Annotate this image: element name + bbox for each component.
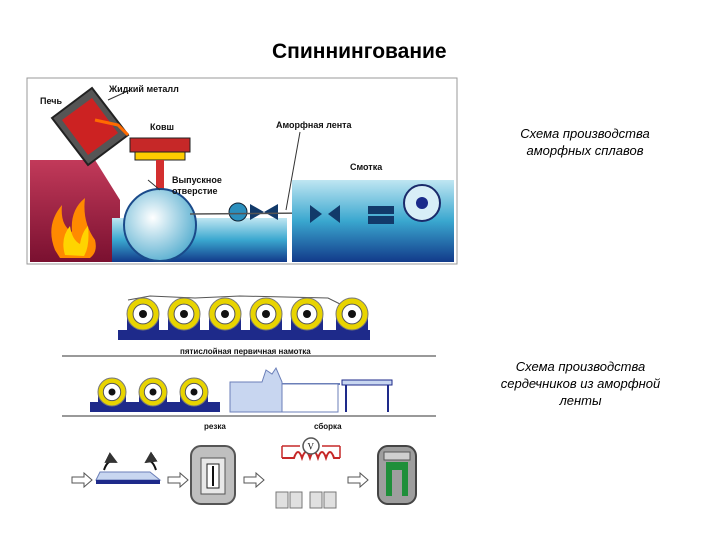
cutting-spool-3 — [179, 377, 209, 410]
ribbon-path — [127, 295, 353, 311]
conveyor — [281, 383, 339, 413]
arrow-right-3 — [243, 471, 265, 489]
label-cutting: резка — [204, 422, 226, 431]
label-winding: Смотка — [350, 162, 383, 172]
amorphous-alloy-scheme: Печь Жидкий металл Ковш Аморфная лента С… — [26, 77, 458, 265]
label-furnace: Печь — [40, 96, 62, 106]
arrow-right-4 — [347, 471, 369, 489]
cutting-spool-2 — [138, 377, 168, 410]
five-layer-winding-row — [62, 295, 436, 357]
spool-2 — [167, 297, 201, 334]
label-liquid-metal: Жидкий металл — [108, 84, 179, 94]
assembly-table — [341, 379, 393, 386]
guide-roller-1 — [228, 202, 248, 222]
press-rollers — [310, 205, 340, 223]
quench-wheel — [123, 188, 197, 262]
label-ladle: Ковш — [150, 122, 174, 132]
crucible — [50, 86, 130, 167]
take-up-spool — [335, 297, 369, 334]
winding-base — [118, 330, 370, 340]
processing-steps-row: V — [71, 437, 417, 509]
label-five-layer-winding: пятислойная первичная намотка — [180, 347, 311, 356]
spool-1 — [126, 297, 160, 334]
furnace — [30, 160, 120, 262]
arrow-right-1 — [71, 471, 93, 489]
spool-4 — [249, 297, 283, 334]
caption-amorphous-alloys: Схема производства аморфных сплавов — [520, 126, 650, 158]
cutting-assembly-row — [62, 366, 436, 417]
core-production-scheme: пятислойная первичная намотка резка сбор… — [62, 295, 436, 509]
cutter-machine — [229, 366, 283, 413]
spool-3 — [208, 297, 242, 334]
spool-5 — [290, 297, 324, 334]
label-nozzle: Выпускное отверстие — [172, 175, 224, 196]
caption-core-production: Схема производства сердечников из аморфн… — [500, 359, 661, 408]
label-assembly: сборка — [314, 422, 342, 431]
voltmeter-symbol: V — [308, 442, 315, 452]
page-title: Спиннингование — [272, 40, 447, 63]
guide-rollers — [250, 204, 278, 220]
core-stack — [95, 471, 162, 481]
ladle — [129, 137, 191, 198]
arrow-right-2 — [167, 471, 189, 489]
label-amorphous-ribbon: Аморфная лента — [276, 120, 353, 130]
voltmeter-icon — [302, 437, 320, 455]
cutting-spool-1 — [97, 377, 127, 410]
